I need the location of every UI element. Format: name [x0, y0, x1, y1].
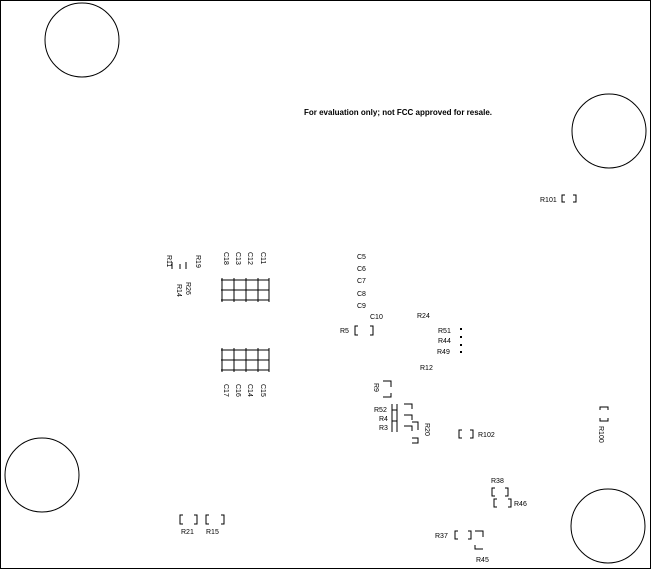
r46-footprint: [493, 498, 512, 508]
label-r101: R101: [540, 197, 557, 204]
label-r15: R15: [206, 529, 219, 536]
r38-footprint: [491, 487, 509, 497]
r51-pad: [460, 328, 462, 330]
label-r44: R44: [438, 338, 451, 345]
label-r11: R11: [165, 255, 172, 267]
label-r3: R3: [379, 425, 388, 432]
evaluation-notice: For evaluation only; not FCC approved fo…: [304, 108, 492, 117]
label-c6: C6: [357, 266, 366, 273]
mounting-hole-right-upper: [571, 93, 647, 169]
label-r46: R46: [514, 501, 527, 508]
label-r49: R49: [437, 349, 450, 356]
label-r100: R100: [597, 426, 604, 443]
label-r37: R37: [435, 533, 448, 540]
label-r51: R51: [438, 328, 451, 335]
label-r38: R38: [491, 478, 504, 485]
r49-pad: [460, 344, 462, 346]
r45-footprint: [474, 530, 484, 550]
label-c16: C16: [234, 384, 241, 397]
label-r21: R21: [181, 529, 194, 536]
label-r20: R20: [423, 423, 430, 436]
label-c18: C18: [222, 252, 229, 265]
label-r45: R45: [476, 557, 489, 564]
r52-r4-r3-column: [391, 403, 413, 432]
label-c5: C5: [357, 254, 366, 261]
cap-bank-top: [221, 278, 270, 302]
r100-footprint: [599, 406, 609, 422]
label-c15: C15: [259, 384, 266, 397]
r102-footprint: [458, 429, 474, 439]
r9-footprint-b: [383, 393, 392, 398]
r49-pad-b: [460, 351, 462, 353]
label-c7: C7: [357, 278, 366, 285]
r37-footprint: [454, 530, 472, 540]
label-r102: R102: [478, 432, 495, 439]
label-c10: C10: [370, 314, 383, 321]
r21-footprint: [179, 514, 198, 525]
label-c9: C9: [357, 303, 366, 310]
label-r14: R14: [175, 284, 182, 297]
mounting-hole-right-lower: [570, 488, 646, 564]
label-r24: R24: [417, 313, 430, 320]
label-r9: R9: [372, 383, 379, 392]
mounting-hole-left-lower: [4, 437, 80, 513]
r5-footprint: [354, 325, 374, 336]
label-r52: R52: [374, 407, 387, 414]
label-c13: C13: [234, 252, 241, 265]
mounting-hole-top-left: [44, 2, 120, 78]
label-c17: C17: [222, 384, 229, 397]
label-c12: C12: [246, 252, 253, 265]
r44-pad: [460, 336, 462, 338]
label-r19: R19: [194, 255, 201, 268]
label-c8: C8: [357, 291, 366, 298]
r9-footprint: [383, 380, 392, 387]
r15-footprint: [205, 514, 225, 525]
r20-footprint: [412, 421, 419, 444]
label-r5: R5: [340, 328, 349, 335]
label-c14: C14: [246, 384, 253, 397]
r101-footprint: [561, 194, 577, 203]
label-c11: C11: [259, 252, 266, 264]
label-r12: R12: [420, 365, 433, 372]
label-r4: R4: [379, 416, 388, 423]
cap-bank-bottom: [221, 348, 270, 372]
label-r26: R26: [184, 282, 191, 295]
